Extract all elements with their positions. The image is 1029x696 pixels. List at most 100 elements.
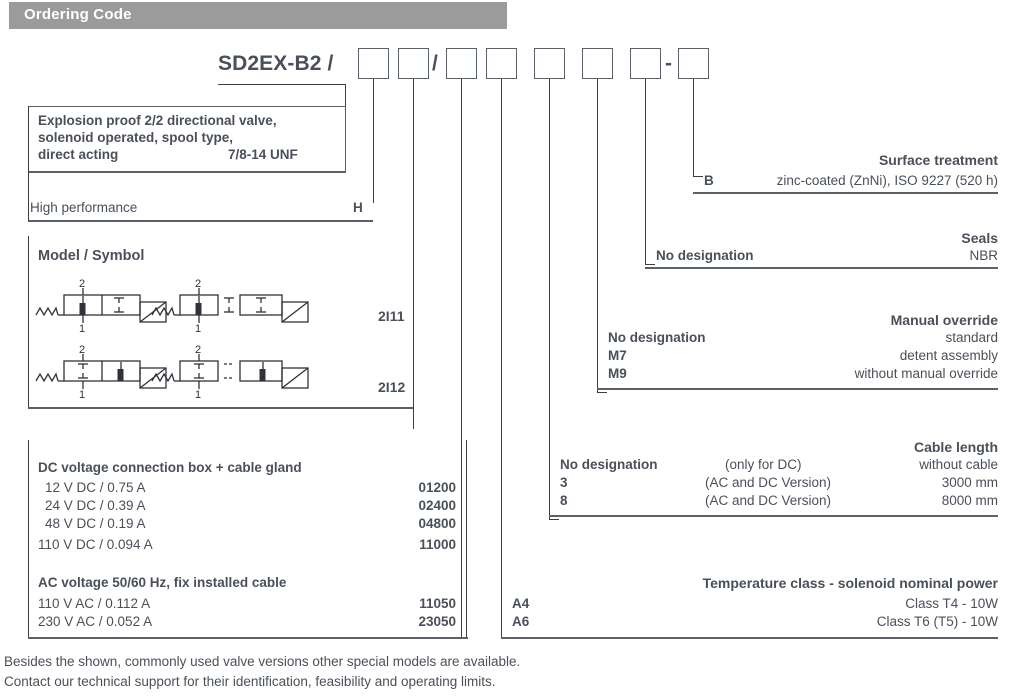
code-box-1[interactable]	[358, 48, 389, 79]
surface-title: Surface treatment	[878, 152, 998, 168]
dc-row-0-code: 01200	[418, 480, 456, 495]
manual-row-1-code: M7	[608, 348, 627, 363]
surface-row-0-code: B	[704, 173, 714, 188]
leader-box5-turn	[549, 519, 559, 521]
leader-prefix-underline	[218, 84, 346, 86]
dc-row-3-label: 110 V DC / 0.094 A	[38, 537, 153, 552]
port-label-1: 1	[195, 323, 201, 335]
leader-box6	[597, 79, 599, 393]
cable-row-1-code: 3	[560, 475, 568, 490]
product-line-2: solenoid operated, spool type,	[38, 130, 234, 145]
dc-row-3-code: 11000	[419, 537, 456, 552]
temperature-row-1-desc: Class T6 (T5) - 10W	[876, 614, 998, 629]
model-left-edge	[28, 236, 30, 408]
seals-title: Seals	[961, 230, 998, 246]
temperature-title: Temperature class - solenoid nominal pow…	[702, 575, 998, 591]
manual-row-1-desc: detent assembly	[899, 348, 998, 363]
port-label-2: 2	[195, 278, 201, 290]
code-box-6[interactable]	[582, 48, 613, 79]
leader-box5	[549, 79, 551, 520]
performance-code: H	[353, 200, 363, 215]
dc-row-2-code: 04800	[418, 516, 456, 531]
voltage-bottom-rule	[28, 637, 468, 639]
port-label-1: 1	[79, 323, 85, 335]
ac-row-0-code: 11050	[419, 596, 456, 611]
port-label-1: 1	[195, 389, 201, 401]
cable-row-0-code: No designation	[560, 457, 658, 472]
leader-box6-turn	[597, 392, 607, 394]
cable-row-0-desc: without cable	[919, 457, 998, 472]
leader-box7-turn	[645, 264, 655, 266]
manual-row-2-code: M9	[608, 366, 627, 381]
code-box-3[interactable]	[446, 48, 477, 79]
performance-rule	[28, 220, 373, 222]
page-title: Ordering Code	[24, 6, 132, 23]
manual-row-2-desc: without manual override	[854, 366, 998, 381]
product-thread-code: 7/8-14 UNF	[228, 147, 298, 162]
cable-row-2-desc: 8000 mm	[941, 493, 998, 508]
dc-row-1-code: 02400	[418, 498, 456, 513]
leader-box8	[693, 79, 695, 177]
leader-box3	[461, 79, 463, 638]
manual-row-0-code: No designation	[608, 330, 706, 345]
ac-row-1-code: 23050	[418, 614, 456, 629]
valve-symbol-2i11-a: 2 1	[35, 278, 167, 335]
model-code-2i11: 2I11	[378, 308, 405, 324]
voltage-left-edge	[28, 440, 30, 638]
surface-rule	[693, 192, 998, 194]
dc-row-2-label: 48 V DC / 0.19 A	[45, 516, 146, 531]
temperature-rule	[501, 637, 998, 639]
leader-box2	[413, 79, 415, 429]
seals-rule	[645, 267, 998, 269]
dc-row-0-label: 12 V DC / 0.75 A	[45, 480, 146, 495]
performance-left-edge	[28, 106, 30, 221]
ac-row-1-label: 230 V AC / 0.052 A	[38, 614, 153, 629]
leader-box1	[373, 79, 375, 203]
temperature-row-0-desc: Class T4 - 10W	[905, 596, 998, 611]
code-box-8[interactable]	[678, 48, 709, 79]
valve-symbol-2i11-b: 2 1	[151, 278, 309, 335]
port-label-2: 2	[195, 344, 201, 356]
product-rule	[28, 171, 346, 173]
product-line-3: direct acting	[38, 147, 119, 162]
seals-row-0-desc: NBR	[969, 248, 998, 263]
ac-row-0-label: 110 V AC / 0.112 A	[38, 596, 151, 611]
model-rule	[28, 407, 413, 409]
manual-title: Manual override	[890, 312, 998, 328]
code-prefix: SD2EX-B2 /	[218, 52, 334, 75]
cable-row-1-mid: (AC and DC Version)	[705, 475, 832, 490]
footer-note-line-2: Contact our technical support for their …	[4, 674, 496, 689]
code-box-4[interactable]	[486, 48, 517, 79]
voltage-right-edge	[466, 440, 468, 638]
code-separator-dash: -	[665, 52, 672, 75]
dc-row-1-label: 24 V DC / 0.39 A	[45, 498, 146, 513]
code-box-2[interactable]	[398, 48, 429, 79]
temperature-row-1-code: A6	[512, 614, 530, 629]
code-separator-slash: /	[432, 52, 438, 75]
port-label-1: 1	[79, 389, 85, 401]
cable-row-2-mid: (AC and DC Version)	[705, 493, 832, 508]
cable-row-2-code: 8	[560, 493, 568, 508]
code-box-5[interactable]	[534, 48, 565, 79]
footer-note-line-1: Besides the shown, commonly used valve v…	[4, 654, 521, 669]
cable-row-1-desc: 3000 mm	[941, 475, 998, 490]
leader-box8-turn	[693, 176, 703, 178]
port-label-2: 2	[79, 344, 85, 356]
manual-row-0-desc: standard	[945, 330, 998, 345]
valve-symbol-2i12-a: 2 1	[35, 344, 167, 401]
cable-row-0-mid: (only for DC)	[725, 457, 802, 472]
valve-symbol-2i12-b: 2 1	[151, 344, 309, 401]
leader-prefix-drop	[345, 84, 347, 106]
surface-row-0-desc: zinc-coated (ZnNi), ISO 9227 (520 h)	[776, 173, 998, 188]
section-header-bar	[9, 2, 507, 29]
leader-box4	[501, 79, 503, 638]
port-label-2: 2	[79, 278, 85, 290]
cable-rule	[549, 515, 998, 517]
dc-section-title: DC voltage connection box + cable gland	[38, 460, 302, 475]
product-line-1: Explosion proof 2/2 directional valve,	[38, 113, 277, 128]
seals-row-0-code: No designation	[656, 248, 754, 263]
manual-rule	[597, 388, 998, 390]
code-box-7[interactable]	[630, 48, 661, 79]
performance-label: High performance	[30, 200, 138, 215]
ac-section-title: AC voltage 50/60 Hz, fix installed cable	[38, 575, 287, 590]
